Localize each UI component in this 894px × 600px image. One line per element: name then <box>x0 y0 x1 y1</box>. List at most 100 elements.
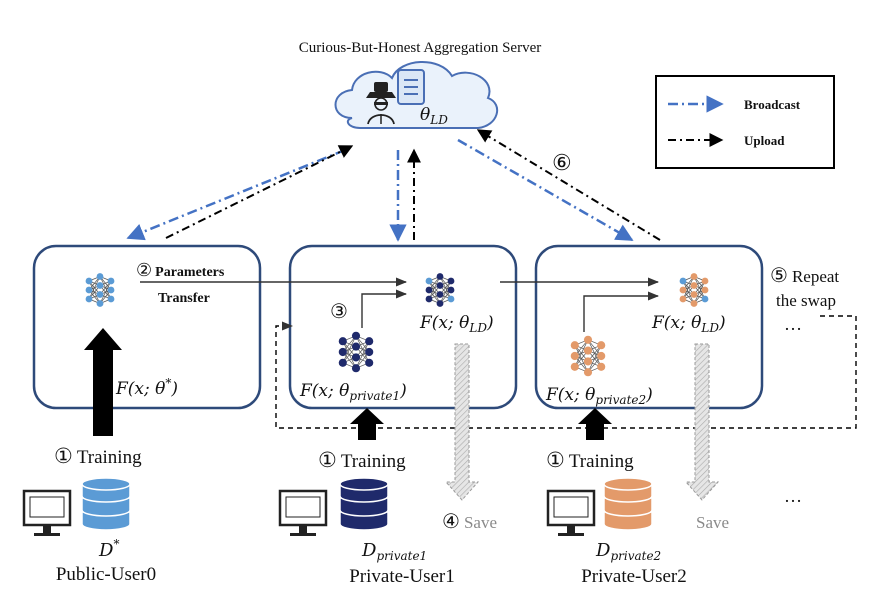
neuron-node <box>701 295 709 303</box>
neuron-node <box>701 286 709 294</box>
database-icon <box>81 477 131 531</box>
save-arrow-user1 <box>444 343 480 501</box>
neuron-node <box>570 362 579 371</box>
computer-icon <box>546 489 596 536</box>
database-icon <box>603 477 653 531</box>
neuron-node <box>107 286 115 294</box>
ellipsis-bottom: … <box>784 486 802 506</box>
save-label-user2: Save <box>696 513 729 532</box>
neuron-node <box>425 286 433 294</box>
model-formula-user0: F(x; θ*) <box>115 376 178 399</box>
neuron-node <box>583 368 593 377</box>
neuron-node <box>436 282 444 289</box>
neuron-node <box>338 347 347 357</box>
neuron-node <box>96 300 104 307</box>
dataset-label-user0: D* <box>98 537 119 561</box>
server-theta-label: θLD <box>420 105 448 127</box>
neural-network-icon <box>570 335 606 377</box>
server-title: Curious-But-Honest Aggregation Server <box>299 40 541 56</box>
training-arrow-user0 <box>84 328 122 436</box>
dataset-label-user1: Dprivate1 <box>361 540 427 563</box>
neural-network-icon <box>679 273 709 307</box>
neuron-node <box>583 335 593 344</box>
broadcast-arrow-user0 <box>126 148 346 241</box>
neuron-node <box>597 341 606 350</box>
step-3-label: ③ <box>330 301 348 323</box>
training-arrow-user2 <box>578 408 612 440</box>
neuron-node <box>679 286 687 294</box>
neural-network-icon <box>338 331 374 373</box>
step-2-label-line2: Transfer <box>158 291 210 306</box>
legend-upload-label: Upload <box>744 133 785 148</box>
neuron-node <box>679 277 687 285</box>
neuron-node <box>351 331 361 340</box>
neuron-node <box>351 342 361 351</box>
neuron-node <box>690 291 698 298</box>
dataset-label-user2: Dprivate2 <box>595 540 661 563</box>
neuron-node <box>425 295 433 303</box>
training-arrow-user1 <box>350 408 384 440</box>
neuron-node <box>85 295 93 303</box>
save-arrow-user2 <box>684 343 720 501</box>
neuron-node <box>447 277 455 285</box>
neuron-node <box>570 341 579 350</box>
neuron-node <box>436 300 444 307</box>
neuron-node <box>338 358 347 367</box>
neuron-node <box>447 286 455 294</box>
spy-icon <box>366 82 396 125</box>
model-formula-user2-private: F(x; θprivate2) <box>545 385 653 407</box>
neuron-node <box>690 300 698 307</box>
database-icon <box>339 477 389 531</box>
neuron-node <box>701 277 709 285</box>
neuron-node <box>107 277 115 285</box>
neuron-node <box>597 362 606 371</box>
split-arrow-user1 <box>361 289 408 328</box>
neuron-node <box>96 282 104 289</box>
neural-network-icon <box>85 273 115 307</box>
neuron-node <box>96 291 104 298</box>
neuron-node <box>351 364 361 373</box>
neuron-node <box>583 346 593 355</box>
upload-arrow-user2 <box>476 129 661 241</box>
user2-box <box>534 244 764 410</box>
model-formula-user2-ld: F(x; θLD) <box>651 313 726 335</box>
ellipsis-right: … <box>784 314 802 334</box>
neuron-node <box>85 277 93 285</box>
computer-icon <box>278 489 328 536</box>
neuron-node <box>690 282 698 289</box>
neuron-node <box>365 358 374 367</box>
neuron-node <box>570 351 579 361</box>
split-arrow-user2 <box>583 291 660 332</box>
neuron-node <box>690 273 698 280</box>
neuron-node <box>425 277 433 285</box>
neuron-node <box>85 286 93 294</box>
neuron-node <box>365 347 374 357</box>
neuron-node <box>436 273 444 280</box>
neuron-node <box>96 273 104 280</box>
user-name-1: Private-User1 <box>349 566 455 587</box>
repeat-swap-loop <box>275 315 857 429</box>
user0-box <box>32 244 262 410</box>
user-name-2: Private-User2 <box>581 566 687 587</box>
legend-box <box>655 75 835 169</box>
neuron-node <box>365 337 374 346</box>
user-name-0: Public-User0 <box>56 564 156 585</box>
neuron-node <box>351 353 361 362</box>
neuron-node <box>679 295 687 303</box>
computer-icon <box>22 489 72 536</box>
model-formula-user1-private: F(x; θprivate1) <box>299 381 407 403</box>
step-6-label: ⑥ <box>552 150 572 175</box>
neuron-node <box>583 357 593 366</box>
broadcast-arrow-user2 <box>457 138 634 242</box>
model-formula-user1-ld: F(x; θLD) <box>419 313 494 335</box>
legend-broadcast-label: Broadcast <box>744 97 801 112</box>
step-5-label-line2: the swap <box>776 291 836 310</box>
neuron-node <box>107 295 115 303</box>
